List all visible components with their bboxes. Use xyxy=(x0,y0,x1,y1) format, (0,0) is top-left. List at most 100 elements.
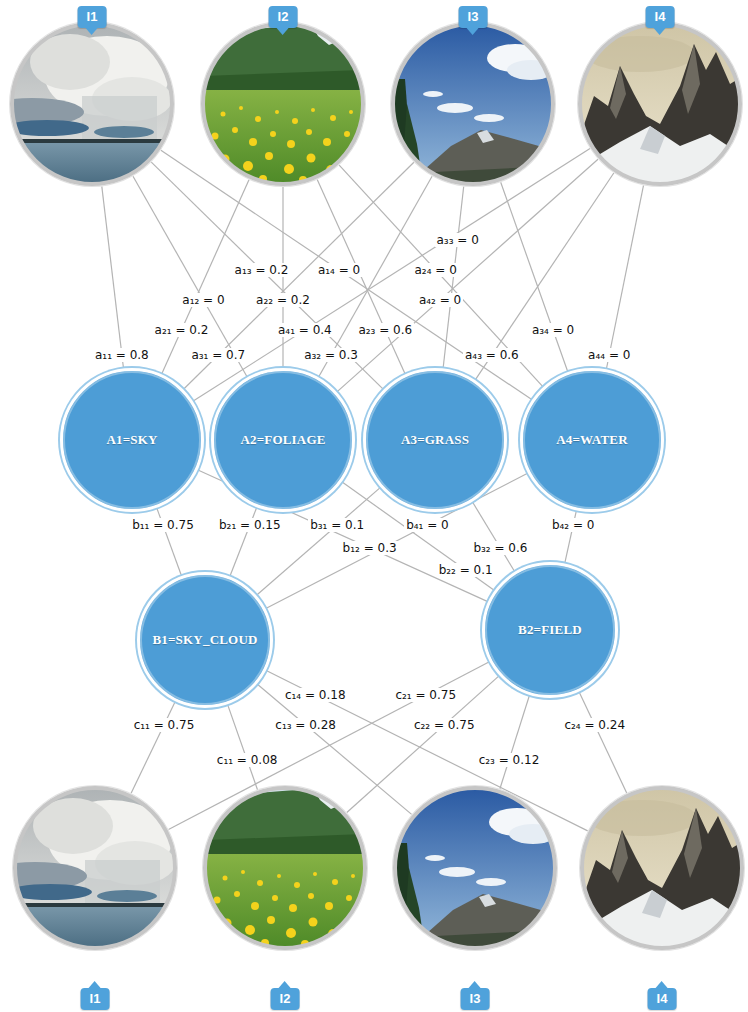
image-circle: I3 xyxy=(393,786,557,950)
tag-pointer xyxy=(467,28,479,35)
image-id: I1 xyxy=(87,9,98,24)
photo-rocky-peaks xyxy=(580,24,740,184)
photo-sky-mountain xyxy=(395,788,555,948)
image-tag: I2 xyxy=(271,988,300,1010)
weight-label: b₂₁ = 0.15 xyxy=(217,518,283,532)
weight-label: a₁₂ = 0 xyxy=(180,293,226,307)
connector xyxy=(102,186,124,367)
image-tag: I3 xyxy=(461,988,490,1010)
tag-pointer xyxy=(279,981,291,988)
connector xyxy=(500,696,529,789)
photo-sky-mountain xyxy=(393,24,553,184)
weight-label: a₁₃ = 0.2 xyxy=(233,263,291,277)
image-id: I2 xyxy=(278,9,289,24)
concept-circle: A4=WATER xyxy=(520,368,664,512)
connector xyxy=(133,176,247,376)
concept-name: A3=GRASS xyxy=(401,432,469,448)
connector xyxy=(579,692,626,793)
tag-pointer xyxy=(86,28,98,35)
weight-label: a₃₄ = 0 xyxy=(530,323,576,337)
concept-name: A2=FOLIAGE xyxy=(240,432,325,448)
weight-label: c₁₄ = 0.18 xyxy=(283,688,348,702)
weight-label: a₄₁ = 0.4 xyxy=(276,323,334,337)
weight-label: c₂₃ = 0.12 xyxy=(477,753,542,767)
image-tag: I3 xyxy=(459,6,488,28)
photo-storm xyxy=(12,24,172,184)
image-id: I3 xyxy=(468,9,479,24)
connector xyxy=(473,503,515,572)
connector xyxy=(131,702,175,793)
connector xyxy=(607,185,644,368)
weight-label: a₁₄ = 0 xyxy=(316,263,362,277)
weight-label: b₂₂ = 0.1 xyxy=(437,563,495,577)
photo-sky-mountain xyxy=(393,24,553,184)
photo-meadow xyxy=(203,24,363,184)
weight-label: b₁₁ = 0.75 xyxy=(130,518,196,532)
connector xyxy=(338,159,599,391)
tag-pointer xyxy=(656,981,668,988)
tag-pointer xyxy=(89,981,101,988)
concept-name: A4=WATER xyxy=(556,432,628,448)
weight-label: c₁₃ = 0.28 xyxy=(273,718,338,732)
connector xyxy=(161,150,532,399)
photo-sky-mountain xyxy=(395,788,555,948)
weight-label: b₄₂ = 0 xyxy=(550,518,597,532)
weight-label: b₄₁ = 0 xyxy=(404,518,451,532)
image-circle: I2 xyxy=(203,786,367,950)
weight-label: a₂₄ = 0 xyxy=(413,263,459,277)
image-id: I2 xyxy=(280,991,291,1006)
weight-label: b₁₂ = 0.3 xyxy=(341,541,399,555)
image-id: I4 xyxy=(655,9,666,24)
connector xyxy=(194,149,590,401)
concept-name: B1=SKY_CLOUD xyxy=(152,632,257,648)
concept-circle: B2=FIELD xyxy=(482,562,618,698)
weight-label: b₃₂ = 0.6 xyxy=(471,541,529,555)
image-tag: I1 xyxy=(81,988,110,1010)
connector xyxy=(258,685,412,815)
concept-circle: A2=FOLIAGE xyxy=(211,368,355,512)
tag-pointer xyxy=(277,28,289,35)
image-tag: I1 xyxy=(78,6,107,28)
weight-label: a₂₂ = 0.2 xyxy=(254,293,312,307)
weight-label: c₁₁ = 0.08 xyxy=(215,753,280,767)
weight-label: c₂₁ = 0.75 xyxy=(393,688,458,702)
connector xyxy=(501,182,568,371)
photo-storm xyxy=(12,24,172,184)
weight-label: c₂₂ = 0.75 xyxy=(412,718,477,732)
image-circle: I2 xyxy=(201,22,365,186)
image-tag: I2 xyxy=(269,6,298,28)
connector xyxy=(228,705,258,790)
image-circle: I4 xyxy=(580,786,744,950)
image-id: I3 xyxy=(470,991,481,1006)
image-id: I1 xyxy=(90,991,101,1006)
image-tag: I4 xyxy=(646,6,675,28)
connector xyxy=(443,187,464,368)
concept-name: B2=FIELD xyxy=(518,622,582,638)
photo-meadow xyxy=(203,24,363,184)
concept-circle: A3=GRASS xyxy=(363,368,507,512)
weight-label: b₃₁ = 0.1 xyxy=(308,518,366,532)
photo-storm xyxy=(15,788,175,948)
concept-circle: A1=SKY xyxy=(60,368,204,512)
photo-rocky-peaks xyxy=(582,788,742,948)
photo-storm xyxy=(15,788,175,948)
weight-label: a₃₂ = 0.3 xyxy=(302,348,360,362)
weight-label: a₄₂ = 0 xyxy=(417,293,463,307)
weight-label: a₃₃ = 0 xyxy=(435,233,481,247)
image-tag: I4 xyxy=(648,988,677,1010)
weight-label: a₂₁ = 0.2 xyxy=(153,323,211,337)
photo-rocky-peaks xyxy=(582,788,742,948)
image-circle: I3 xyxy=(391,22,555,186)
tag-pointer xyxy=(654,28,666,35)
weight-label: c₂₄ = 0.24 xyxy=(562,718,627,732)
weight-label: c₁₁ = 0.75 xyxy=(132,718,197,732)
connector xyxy=(282,187,283,367)
image-circle: I4 xyxy=(578,22,742,186)
photo-meadow xyxy=(205,788,365,948)
image-id: I4 xyxy=(657,991,668,1006)
weight-label: a₂₃ = 0.6 xyxy=(356,323,414,337)
weight-label: a₁₁ = 0.8 xyxy=(93,348,151,362)
connector xyxy=(151,162,383,389)
concept-circle: B1=SKY_CLOUD xyxy=(137,572,273,708)
